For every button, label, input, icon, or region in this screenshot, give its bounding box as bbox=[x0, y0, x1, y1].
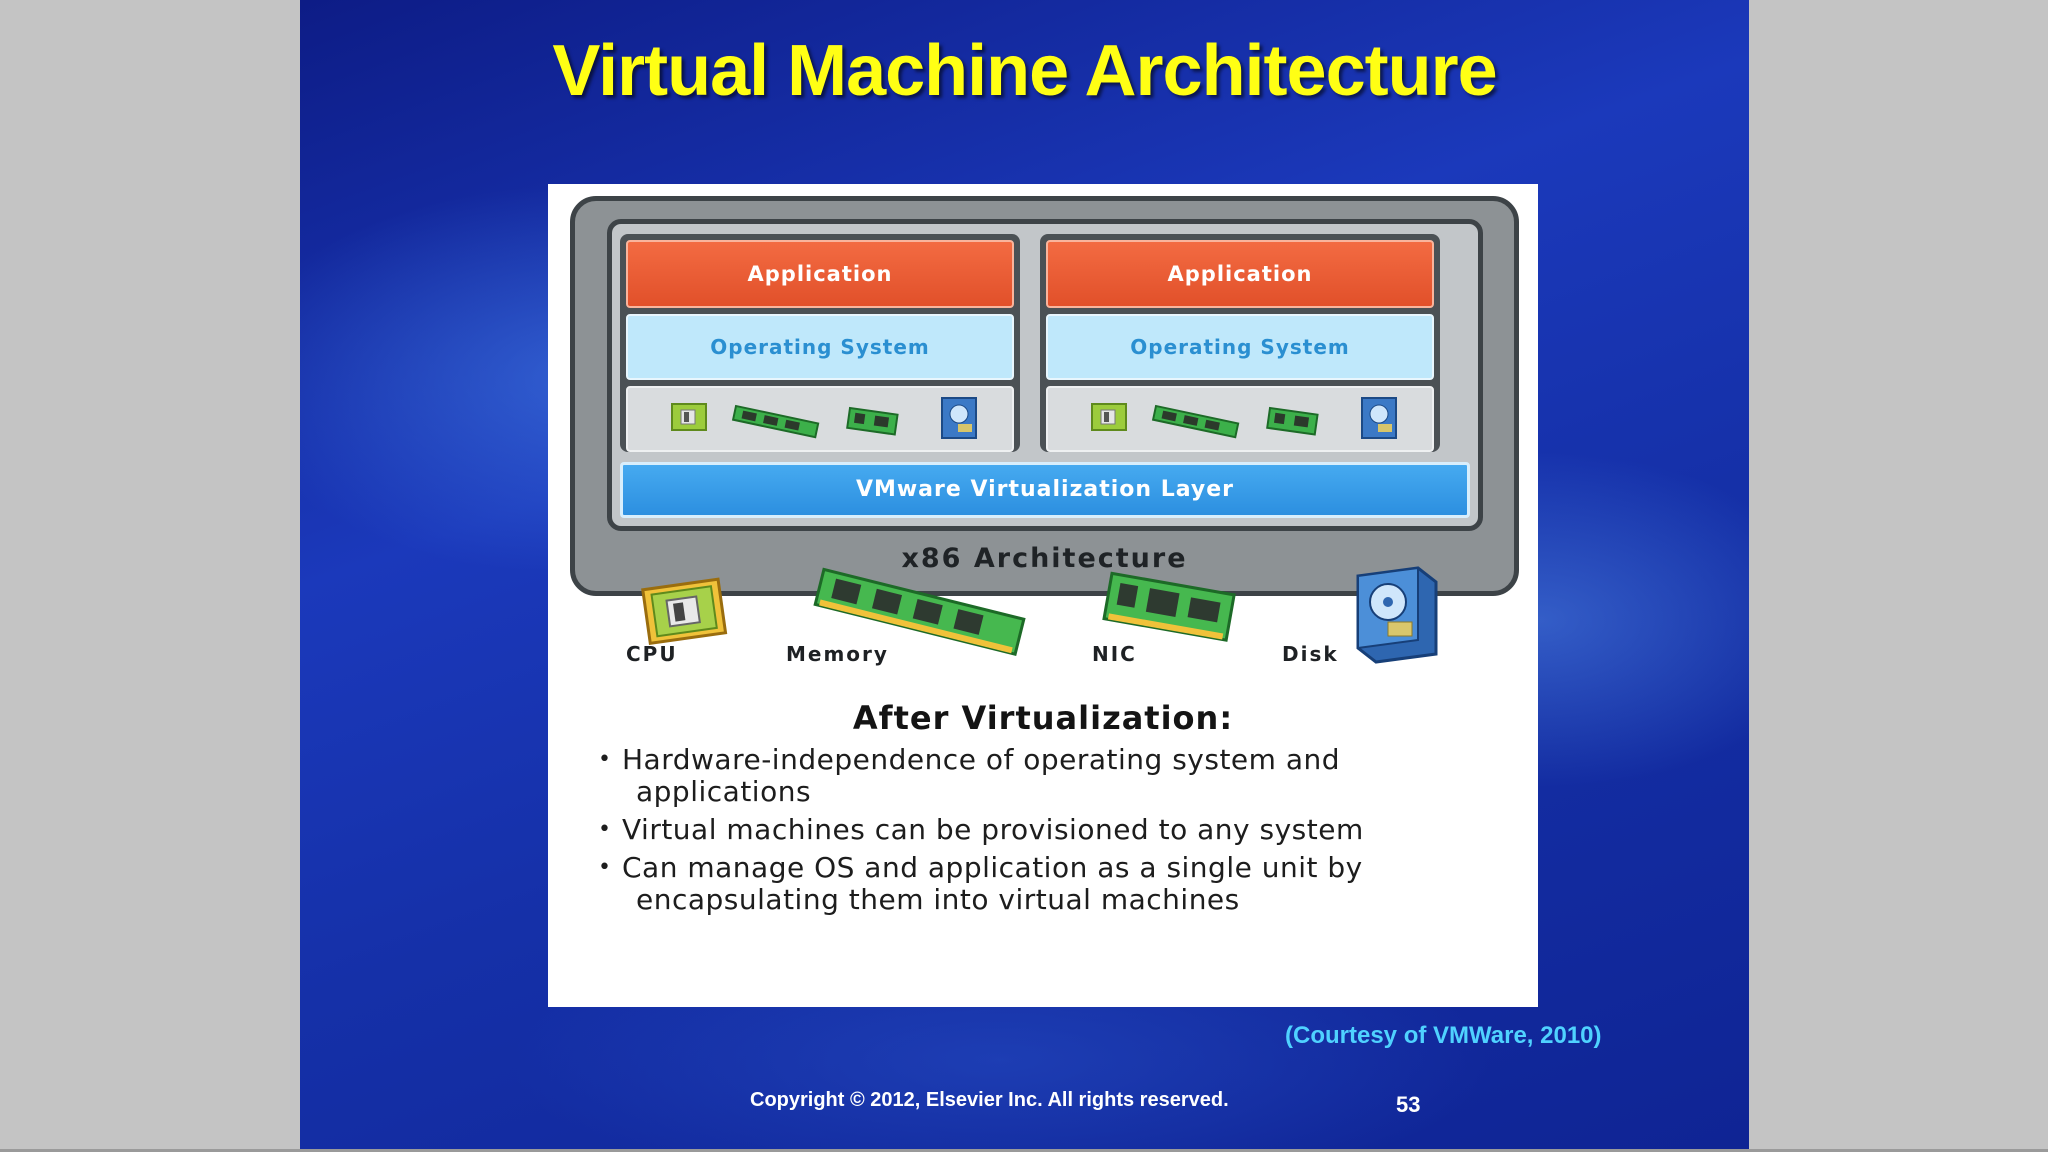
vm2-operating-system-layer: Operating System bbox=[1046, 314, 1434, 380]
slide: Virtual Machine Architecture Application… bbox=[300, 0, 1749, 1149]
courtesy-note: (Courtesy of VMWare, 2010) bbox=[1285, 1022, 1602, 1049]
vm2-nic-icon bbox=[1266, 406, 1319, 436]
benefits-list: Hardware-independence of operating syste… bbox=[598, 744, 1498, 922]
vm2-disk-icon bbox=[1361, 397, 1397, 439]
disk-icon bbox=[1356, 566, 1438, 664]
vm1-virtual-hardware-icons bbox=[671, 397, 977, 439]
list-item: Can manage OS and application as a singl… bbox=[598, 852, 1498, 916]
page-number: 53 bbox=[1396, 1092, 1421, 1117]
copyright-footer: Copyright © 2012, Elsevier Inc. All righ… bbox=[750, 1089, 1229, 1111]
architecture-figure: Application Operating System bbox=[548, 184, 1538, 1007]
nic-icon bbox=[1102, 571, 1236, 642]
vm1-cpu-icon bbox=[671, 403, 707, 431]
vm2-virtual-hardware-icons bbox=[1091, 397, 1397, 439]
vm1-operating-system-layer: Operating System bbox=[626, 314, 1014, 380]
virtualization-layer: VMware Virtualization Layer bbox=[620, 462, 1470, 518]
slide-title: Virtual Machine Architecture bbox=[552, 31, 1497, 111]
bullet-text-3: Can manage OS and application as a singl… bbox=[622, 851, 1363, 916]
memory-icon bbox=[813, 567, 1026, 657]
vm2-memory-icon bbox=[1151, 404, 1240, 439]
cpu-icon bbox=[641, 577, 728, 645]
vm-frame: Application Operating System bbox=[607, 219, 1483, 531]
virtual-machine-2: Application Operating System bbox=[1040, 234, 1440, 452]
virtual-machine-1: Application Operating System bbox=[620, 234, 1020, 452]
x86-host-box: Application Operating System bbox=[570, 196, 1519, 596]
bullet-text-1: Hardware-independence of operating syste… bbox=[622, 743, 1341, 808]
cpu-label: CPU bbox=[626, 642, 678, 666]
vm1-virtual-hardware bbox=[626, 386, 1014, 452]
nic-label: NIC bbox=[1092, 642, 1137, 666]
vm1-application-layer: Application bbox=[626, 240, 1014, 308]
disk-label: Disk bbox=[1282, 642, 1339, 666]
vm1-nic-icon bbox=[846, 406, 899, 436]
bullet-text-2: Virtual machines can be provisioned to a… bbox=[622, 813, 1364, 846]
after-virtualization-heading: After Virtualization: bbox=[852, 699, 1234, 737]
vm1-disk-icon bbox=[941, 397, 977, 439]
bottom-divider bbox=[0, 1149, 2048, 1152]
vm2-cpu-icon bbox=[1091, 403, 1127, 431]
memory-label: Memory bbox=[786, 642, 889, 666]
vm1-memory-icon bbox=[731, 404, 820, 439]
vm2-virtual-hardware bbox=[1046, 386, 1434, 452]
vm2-application-layer: Application bbox=[1046, 240, 1434, 308]
x86-architecture-label: x86 Architecture bbox=[901, 543, 1188, 574]
list-item: Virtual machines can be provisioned to a… bbox=[598, 813, 1498, 847]
list-item: Hardware-independence of operating syste… bbox=[598, 744, 1498, 808]
